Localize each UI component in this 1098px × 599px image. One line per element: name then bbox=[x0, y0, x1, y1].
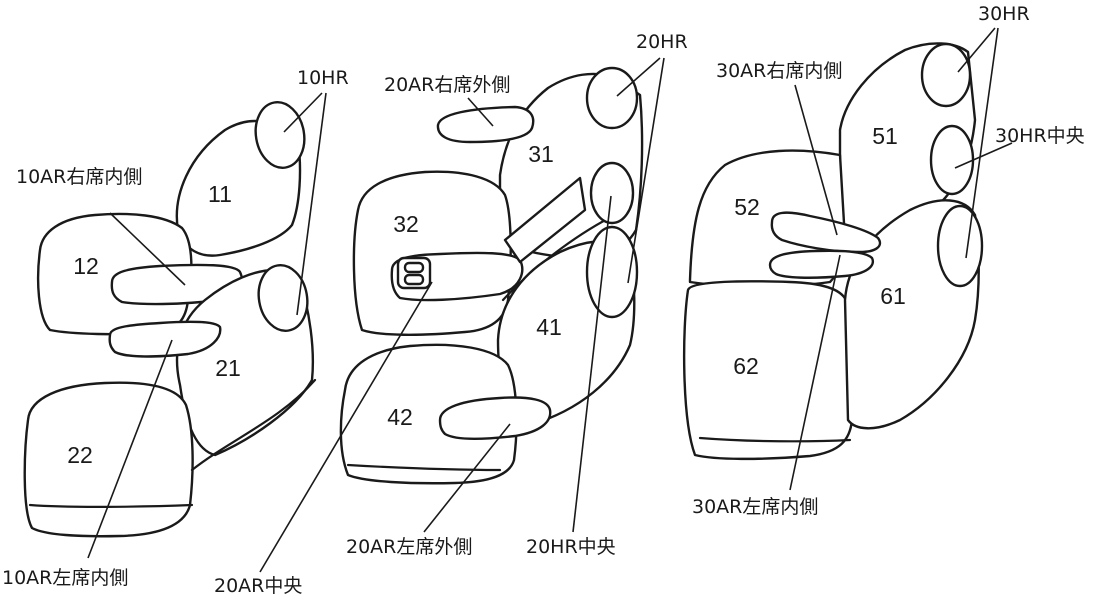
leader-ar10-right-inner bbox=[109, 212, 186, 286]
part-number-41: 41 bbox=[536, 314, 562, 340]
hr30-center-headrest bbox=[929, 124, 975, 196]
part-number-22: 22 bbox=[67, 442, 93, 468]
seat-22-cushion bbox=[23, 381, 194, 538]
cup-holder-slot-top bbox=[403, 261, 425, 274]
ar10-left-inner-armrest bbox=[108, 320, 222, 358]
leader-hr30-right bbox=[957, 27, 996, 73]
leader-hr30-left bbox=[965, 27, 999, 259]
seat-42-front-edge bbox=[346, 463, 502, 472]
leader-hr20-right bbox=[616, 57, 661, 97]
label-20ar-right-outer: 20AR右席外側 bbox=[384, 74, 510, 96]
leader-hr10-right bbox=[283, 92, 323, 133]
part-number-52: 52 bbox=[734, 194, 760, 220]
label-10ar-right-inner: 10AR右席内側 bbox=[16, 166, 142, 188]
part-number-61: 61 bbox=[880, 283, 906, 309]
label-20hr: 20HR bbox=[636, 31, 688, 53]
part-number-11: 11 bbox=[208, 181, 232, 207]
seat-42-cushion bbox=[339, 343, 518, 485]
ar30-left-inner-armrest bbox=[768, 249, 875, 279]
hr30-left-headrest bbox=[936, 204, 984, 288]
label-30ar-left-inner: 30AR左席内側 bbox=[692, 496, 818, 518]
part-number-32: 32 bbox=[393, 211, 419, 237]
hr20-right-headrest bbox=[585, 66, 639, 130]
label-20ar-center: 20AR中央 bbox=[214, 575, 302, 597]
second-row-seats bbox=[339, 66, 644, 485]
seat-62-front-edge bbox=[698, 436, 852, 443]
leader-ar10-left-inner bbox=[87, 339, 173, 559]
walkthrough-frame bbox=[503, 176, 587, 264]
leader-ar20-left-outer bbox=[423, 423, 511, 533]
leader-hr30-center bbox=[954, 142, 1013, 169]
leader-ar30-right-inner bbox=[794, 84, 838, 236]
seat-21-side-edge bbox=[190, 378, 317, 472]
callout-labels: 10HR 10AR右席内側 10AR左席内側 20AR右席外側 20HR 20A… bbox=[2, 3, 1085, 597]
part-number-51: 51 bbox=[872, 123, 898, 149]
part-number-62: 62 bbox=[733, 353, 759, 379]
leader-ar20-center bbox=[259, 281, 433, 573]
label-30ar-right-inner: 30AR右席内側 bbox=[716, 60, 842, 82]
leader-hr20-center bbox=[572, 195, 612, 533]
label-30hr: 30HR bbox=[978, 3, 1030, 25]
part-number-21: 21 bbox=[215, 355, 241, 381]
leader-ar20-right-outer bbox=[467, 97, 494, 127]
leader-lines bbox=[87, 27, 1013, 573]
seat-62-cushion bbox=[682, 280, 855, 461]
label-20hr-center: 20HR中央 bbox=[526, 536, 616, 558]
ar20-right-outer-armrest bbox=[436, 105, 535, 144]
cup-holder-slot-bottom bbox=[403, 273, 425, 286]
seat-22-front-edge bbox=[28, 503, 194, 508]
leader-hr20-left bbox=[627, 57, 665, 284]
hr20-center-headrest bbox=[589, 161, 635, 225]
leader-hr10-left bbox=[296, 92, 327, 316]
ar20-left-outer-armrest bbox=[438, 396, 552, 440]
hr10-left-headrest bbox=[257, 264, 309, 332]
part-number-31: 31 bbox=[528, 141, 554, 167]
label-20ar-left-outer: 20AR左席外側 bbox=[346, 536, 472, 558]
part-numbers: 11 12 21 22 31 32 41 42 51 52 61 62 bbox=[67, 123, 906, 468]
label-10hr: 10HR bbox=[297, 67, 349, 89]
ar30-right-inner-armrest bbox=[770, 211, 882, 254]
front-row-seats bbox=[23, 101, 317, 538]
leader-ar30-left-inner bbox=[789, 254, 841, 491]
part-number-42: 42 bbox=[387, 404, 413, 430]
third-row-seats bbox=[682, 42, 984, 461]
label-10ar-left-inner: 10AR左席内側 bbox=[2, 567, 128, 589]
hr30-right-headrest bbox=[920, 42, 972, 108]
part-number-12: 12 bbox=[73, 253, 99, 279]
label-30hr-center: 30HR中央 bbox=[995, 125, 1085, 147]
hr10-right-headrest bbox=[254, 101, 306, 169]
